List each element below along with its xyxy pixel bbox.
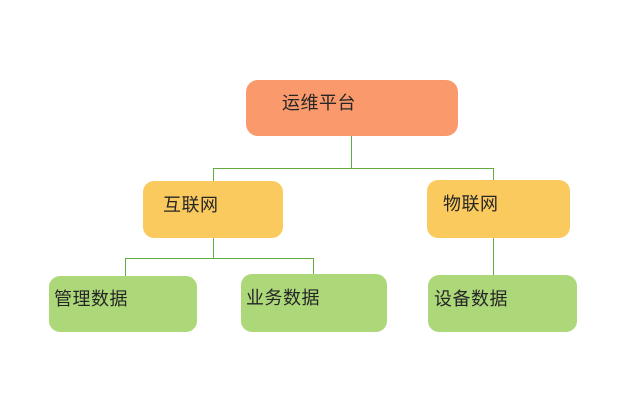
- node-ops-platform: 运维平台: [246, 80, 458, 136]
- node-management-data: 管理数据: [49, 276, 197, 332]
- node-iot: 物联网: [427, 180, 570, 238]
- connector-iot-up: [493, 168, 494, 180]
- connector-root-down: [351, 136, 352, 168]
- connector-level3-split: [125, 258, 314, 259]
- connector-internet-up: [213, 168, 214, 181]
- node-business-data: 业务数据: [241, 274, 387, 332]
- connector-management-up: [125, 258, 126, 276]
- connector-business-up: [313, 258, 314, 274]
- node-device-data: 设备数据: [428, 275, 577, 332]
- connector-level2-split: [213, 168, 494, 169]
- connector-internet-down: [213, 238, 214, 259]
- node-internet: 互联网: [143, 181, 283, 238]
- connector-iot-down: [493, 238, 494, 275]
